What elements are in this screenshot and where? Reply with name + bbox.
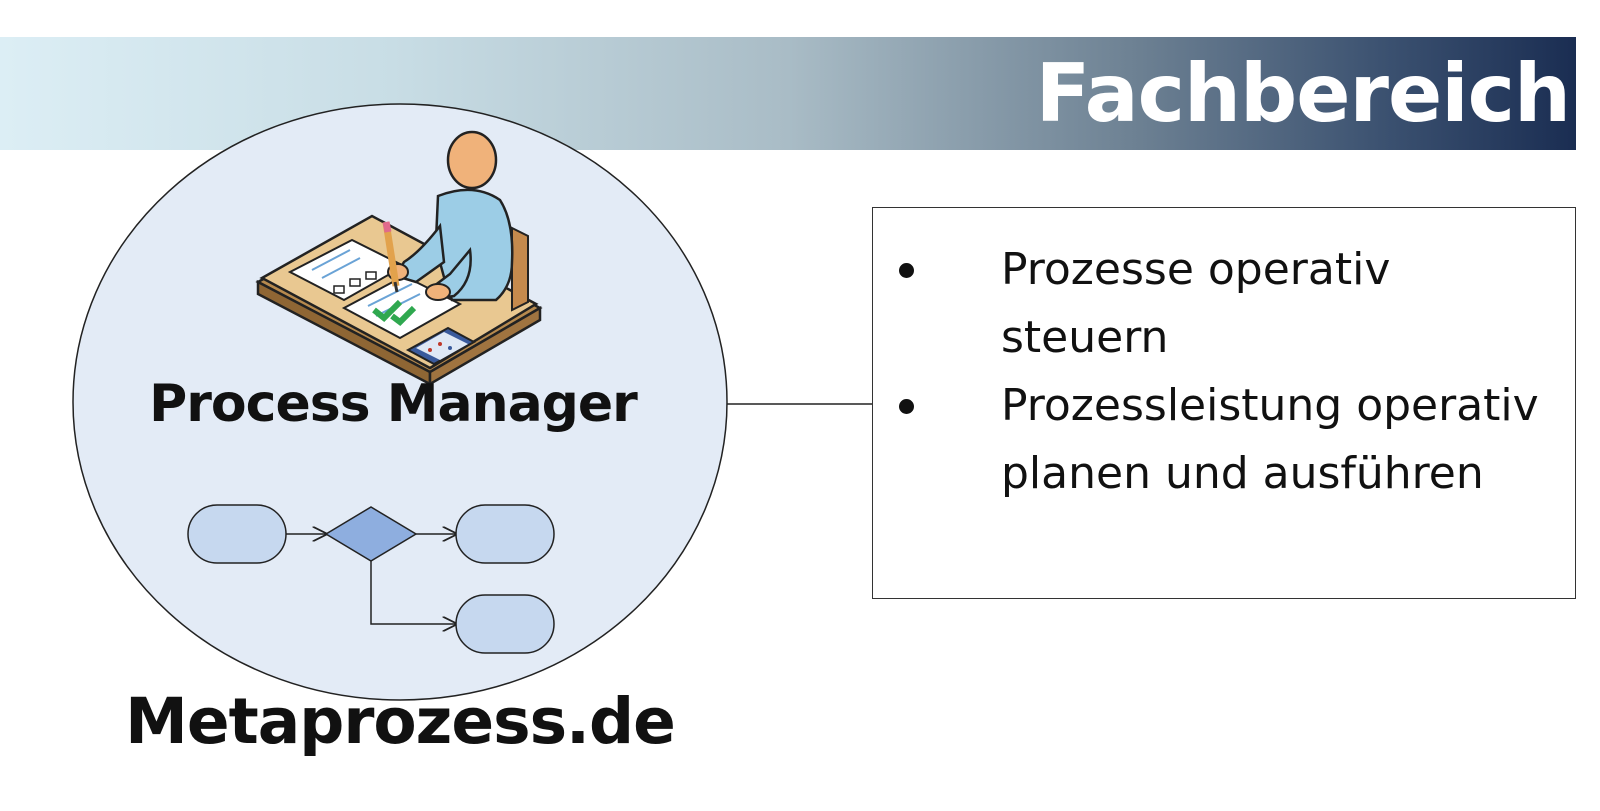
brand-label: Metaprozess.de (125, 685, 676, 758)
list-item-text: Prozessleistung operativ planen und ausf… (1001, 380, 1539, 499)
process-flow-icon (187, 504, 555, 654)
flow-arrow-3 (370, 561, 456, 624)
header-title: Fachbereich (1035, 47, 1571, 140)
role-label: Process Manager (149, 374, 638, 434)
flow-step-shape-bottom (455, 594, 555, 654)
list-item: Prozesse operativ steuern (873, 236, 1555, 372)
list-item: Prozessleistung operativ planen und ausf… (873, 372, 1555, 508)
responsibilities-box: Prozesse operativ steuern Prozessleistun… (872, 207, 1576, 599)
flow-step-shape-top (455, 504, 555, 564)
list-item-text: Prozesse operativ steuern (1001, 244, 1391, 363)
person-at-desk-icon (255, 130, 543, 387)
bullet-icon (899, 263, 914, 278)
flow-start-shape (187, 504, 287, 564)
bullet-icon (899, 399, 914, 414)
responsibilities-list: Prozesse operativ steuern Prozessleistun… (873, 208, 1575, 508)
